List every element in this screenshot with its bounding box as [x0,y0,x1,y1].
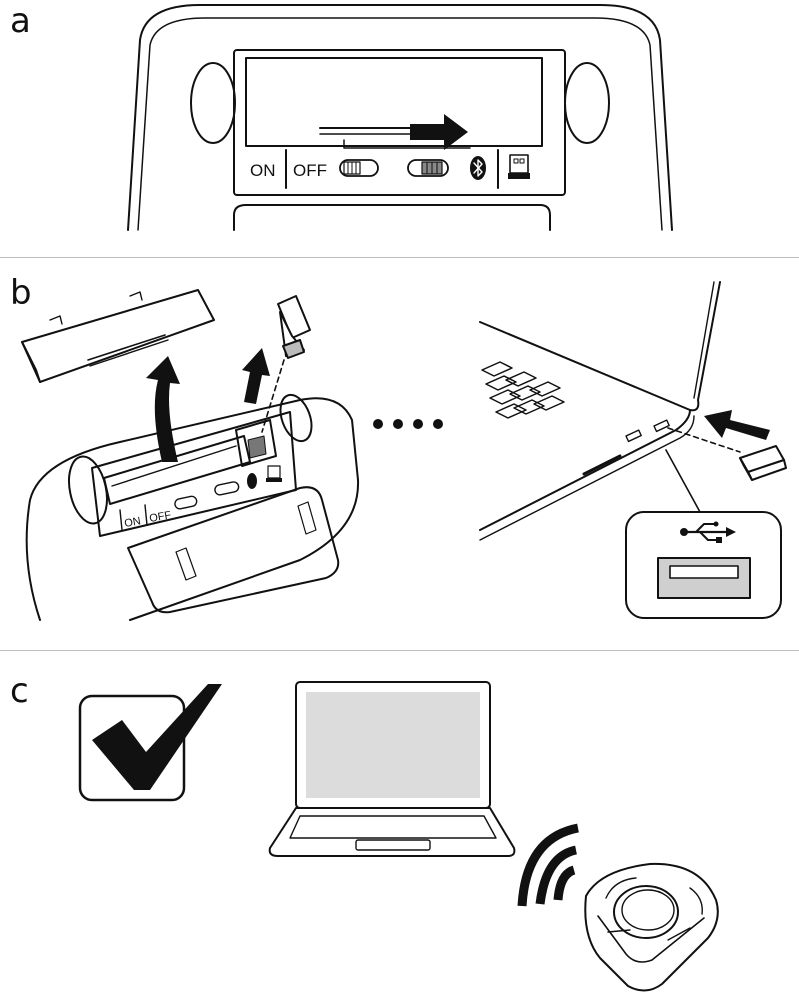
usb-receiver-icon [508,154,530,179]
panel-a-trackball-underside: ON OFF [127,4,673,231]
switch-label-off: OFF [293,161,327,180]
panel-label-b: b [10,273,32,313]
wireless-signal-icon [517,823,580,907]
pull-arrow-icon [242,348,270,404]
divider-b-c [0,650,799,651]
panel-b-laptop-usb [479,281,787,619]
panel-label-c: c [10,671,29,711]
bluetooth-icon-b [247,473,257,489]
lift-arrow-icon [146,356,180,462]
switch-label-on-b: ON [123,515,141,530]
panel-c-connected [78,681,719,992]
trackball-device [584,862,719,992]
panel-b-remove-receiver: ON OFF [21,289,360,621]
switch-label-off-b: OFF [148,509,172,525]
switch-label-on: ON [250,161,276,180]
bluetooth-icon [470,156,486,180]
insert-arrow-icon [704,410,770,440]
battery-cover [21,289,215,383]
slide-arrow-icon [410,114,468,150]
power-switch [339,159,379,177]
laptop-icon [268,681,516,857]
usb-receiver [277,295,311,359]
panel-label-a: a [10,1,31,41]
ellipsis-dots [373,419,443,429]
laptop-screen [306,692,480,798]
mode-switch [407,159,449,177]
usb-port-callout [625,511,782,619]
checkbox-frame [78,694,186,802]
divider-a-b [0,257,799,258]
usb-receiver-dongle [739,445,787,481]
usb-symbol-icon [680,521,736,543]
checkmark-icon [92,684,222,790]
